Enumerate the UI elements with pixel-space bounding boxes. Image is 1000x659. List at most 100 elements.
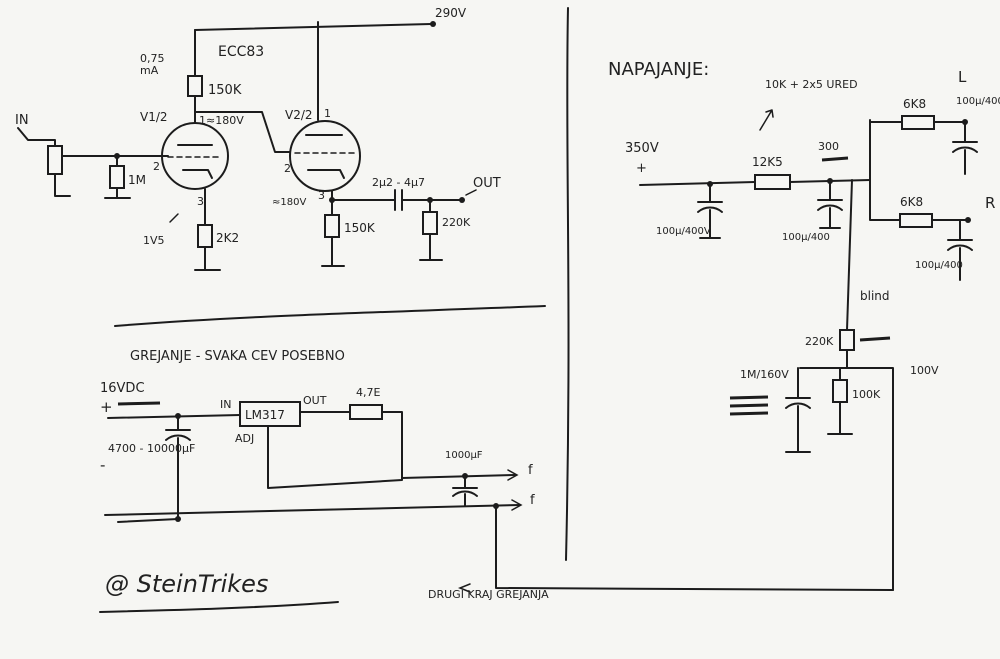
cathode-follower-resistor — [324, 214, 340, 238]
divider-bottom-resistor — [832, 379, 848, 403]
f-top-label: f — [528, 463, 533, 478]
heater-input-wire — [107, 414, 241, 419]
output-res-label: 220K — [442, 216, 471, 229]
divider-ground — [827, 401, 853, 435]
heater-scratch — [117, 401, 161, 406]
divider-cap — [785, 367, 811, 453]
plate-resistor-v1 — [187, 75, 203, 97]
adj-feedback-wire — [267, 411, 403, 489]
left-cap — [952, 121, 978, 175]
cathode-measure-arrow — [169, 213, 179, 223]
heater-output-top-wire — [401, 474, 516, 479]
heater-ref-arrow — [457, 583, 471, 593]
heater-out-cap — [452, 475, 478, 507]
input-pot — [47, 145, 63, 175]
left-res-label: 6K8 — [903, 97, 926, 111]
output-ground — [419, 233, 443, 261]
signature-underline — [99, 601, 339, 613]
heater-title: GREJANJE - SVAKA CEV POSEBNO — [130, 349, 345, 364]
ripple-note: 10K + 2x5 URED — [765, 78, 858, 91]
pin3-v1: 3 — [197, 195, 204, 208]
cap2-label: 100μ/400 — [782, 232, 830, 243]
heater-series-resistor — [349, 404, 383, 420]
grid-leak-ground — [104, 187, 131, 199]
horizontal-divider — [114, 305, 546, 327]
coupling-cap — [394, 189, 403, 211]
divider-top-resistor — [839, 329, 855, 351]
divider-volts: 100V — [910, 364, 939, 377]
divider-cap-label: 1M/160V — [740, 368, 789, 381]
right-label: R — [985, 194, 995, 212]
divider-scratch — [859, 336, 891, 342]
reg-out-pin: OUT — [303, 394, 327, 407]
hv-terminal — [430, 21, 436, 27]
right-terminal — [965, 217, 971, 223]
rail-split-wire — [869, 119, 901, 221]
f-bottom-label: f — [530, 493, 535, 508]
coupling-cap-label: 2μ2 - 4μ7 — [372, 176, 425, 189]
v2-cathode-to-cap-wire — [331, 190, 396, 201]
left-cap-label: 100μ/400 — [956, 96, 1000, 107]
pot-ground-wire — [54, 173, 71, 197]
series-resistor — [754, 174, 791, 190]
divider-feed-wire — [846, 179, 853, 331]
in-wire — [17, 127, 56, 147]
plate-resistor-v1-label: 150K — [208, 83, 242, 98]
heater-return-wire — [104, 504, 521, 516]
f-bottom-arrow — [511, 499, 523, 511]
left-resistor — [901, 115, 935, 130]
crossed-note: 300 — [818, 140, 839, 153]
v1-plate-volts: 1≈180V — [199, 114, 244, 127]
heater-res-label: 4,7E — [356, 386, 380, 399]
grid-leak-resistor — [109, 165, 125, 189]
left-label: L — [958, 68, 967, 86]
v1-label: V1/2 — [140, 110, 168, 124]
cathode-current-label: 1V5 — [143, 234, 165, 247]
regulator-label: LM317 — [245, 408, 285, 422]
v2-cathode-volts: ≈180V — [272, 197, 306, 208]
hv-in-label: 350V — [625, 141, 659, 156]
hv-label: 290V — [435, 6, 467, 20]
heater-cap-label: 4700 - 10000μF — [108, 442, 195, 455]
v2-label: V2/2 — [285, 108, 313, 122]
crossed-scratch — [821, 156, 849, 162]
note-arrow — [759, 109, 774, 131]
hv-rail-wire — [194, 23, 432, 31]
right-cap-label: 100μ/400 — [915, 260, 963, 271]
heater-plus: + — [100, 398, 113, 416]
divider-mid-wire — [799, 349, 894, 591]
lm317-regulator — [239, 401, 301, 427]
pin1-v2: 1 — [324, 107, 331, 120]
cathode-resistor — [197, 224, 213, 248]
heater-out-cap-label: 1000μF — [445, 450, 483, 461]
tube-type-label: ECC83 — [218, 44, 264, 60]
vertical-divider — [565, 7, 570, 561]
heater-bulk-cap — [165, 415, 191, 519]
psu-title: NAPAJANJE: — [608, 59, 709, 80]
reg-in-pin: IN — [220, 398, 231, 411]
v2-cathode-element — [307, 169, 345, 179]
heater-ref-wire — [495, 505, 894, 591]
out-arrow — [465, 189, 477, 196]
psu-section: NAPAJANJE: 10K + 2x5 URED 350V + 100μ/40… — [608, 59, 1000, 591]
series-res-label: 12K5 — [752, 155, 783, 169]
heater-minus: - — [100, 456, 105, 474]
filter-cap-1 — [697, 183, 723, 239]
cathode-follower-label: 150K — [344, 221, 376, 235]
heater-neg-junction — [175, 516, 181, 522]
reg-adj-pin: ADJ — [235, 432, 254, 445]
divider-bottom-label: 100K — [852, 388, 881, 401]
f-top-arrow — [507, 469, 519, 481]
heater-neg-wire — [117, 518, 179, 523]
heater-section: GREJANJE - SVAKA CEV POSEBNO 16VDC + 470… — [100, 349, 894, 601]
grid-leak-label: 1M — [128, 173, 146, 187]
filter-cap-2 — [817, 180, 843, 229]
v1-tube — [161, 122, 229, 190]
heater-input-v: 16VDC — [100, 381, 145, 396]
out-label: OUT — [473, 176, 501, 191]
cathode-ground — [194, 246, 221, 271]
cathode-resistor-label: 2K2 — [216, 231, 239, 245]
pin2-v2: 2 — [284, 162, 291, 175]
